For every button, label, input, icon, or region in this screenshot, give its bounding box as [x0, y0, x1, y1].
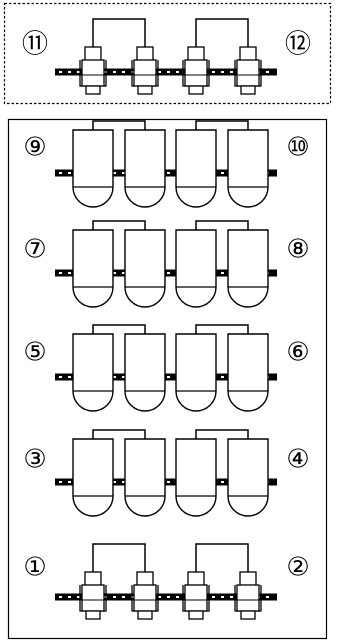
connector-bracket — [195, 429, 249, 439]
label-right: ④ — [286, 445, 309, 475]
connector-bracket — [92, 429, 146, 439]
connector-bracket — [92, 18, 146, 47]
plug-large — [227, 333, 269, 412]
plug-large — [175, 129, 217, 208]
plug-small — [234, 46, 262, 95]
plug-large — [72, 129, 114, 208]
connector-bracket — [195, 543, 249, 572]
top-group-dashed-frame — [3, 2, 332, 105]
connector-bracket — [195, 120, 249, 130]
plug-small — [131, 46, 159, 95]
label-left: ③ — [23, 445, 46, 475]
plug-large — [175, 333, 217, 412]
plug-small — [182, 46, 210, 95]
plug-large — [72, 229, 114, 308]
connector-bracket — [92, 324, 146, 334]
plug-small — [79, 571, 107, 620]
label-left: ⑦ — [23, 235, 46, 265]
label-right: ⑥ — [286, 338, 309, 368]
label-right: ⑫ — [285, 30, 311, 60]
connector-bracket — [195, 18, 249, 47]
plug-large — [227, 129, 269, 208]
plug-large — [227, 438, 269, 517]
label-left: ⑨ — [23, 133, 46, 163]
label-right: ⑧ — [286, 235, 309, 265]
plug-large — [175, 229, 217, 308]
label-left: ⑤ — [23, 338, 46, 368]
connector-bracket — [92, 220, 146, 230]
label-right: ② — [286, 553, 309, 583]
plug-small — [234, 571, 262, 620]
connector-bracket — [92, 543, 146, 572]
plug-large — [72, 333, 114, 412]
plug-large — [175, 438, 217, 517]
plug-small — [182, 571, 210, 620]
connector-bracket — [92, 120, 146, 130]
plug-small — [131, 571, 159, 620]
connector-bracket — [195, 324, 249, 334]
label-right: ⑩ — [286, 133, 309, 163]
plug-large — [72, 438, 114, 517]
connector-bracket — [195, 220, 249, 230]
plug-large — [124, 333, 166, 412]
plug-large — [124, 438, 166, 517]
main-group-frame — [7, 118, 328, 640]
plug-large — [124, 229, 166, 308]
label-left: ⑪ — [22, 30, 48, 60]
plug-small — [79, 46, 107, 95]
plug-large — [227, 229, 269, 308]
plug-large — [124, 129, 166, 208]
label-left: ① — [23, 553, 46, 583]
